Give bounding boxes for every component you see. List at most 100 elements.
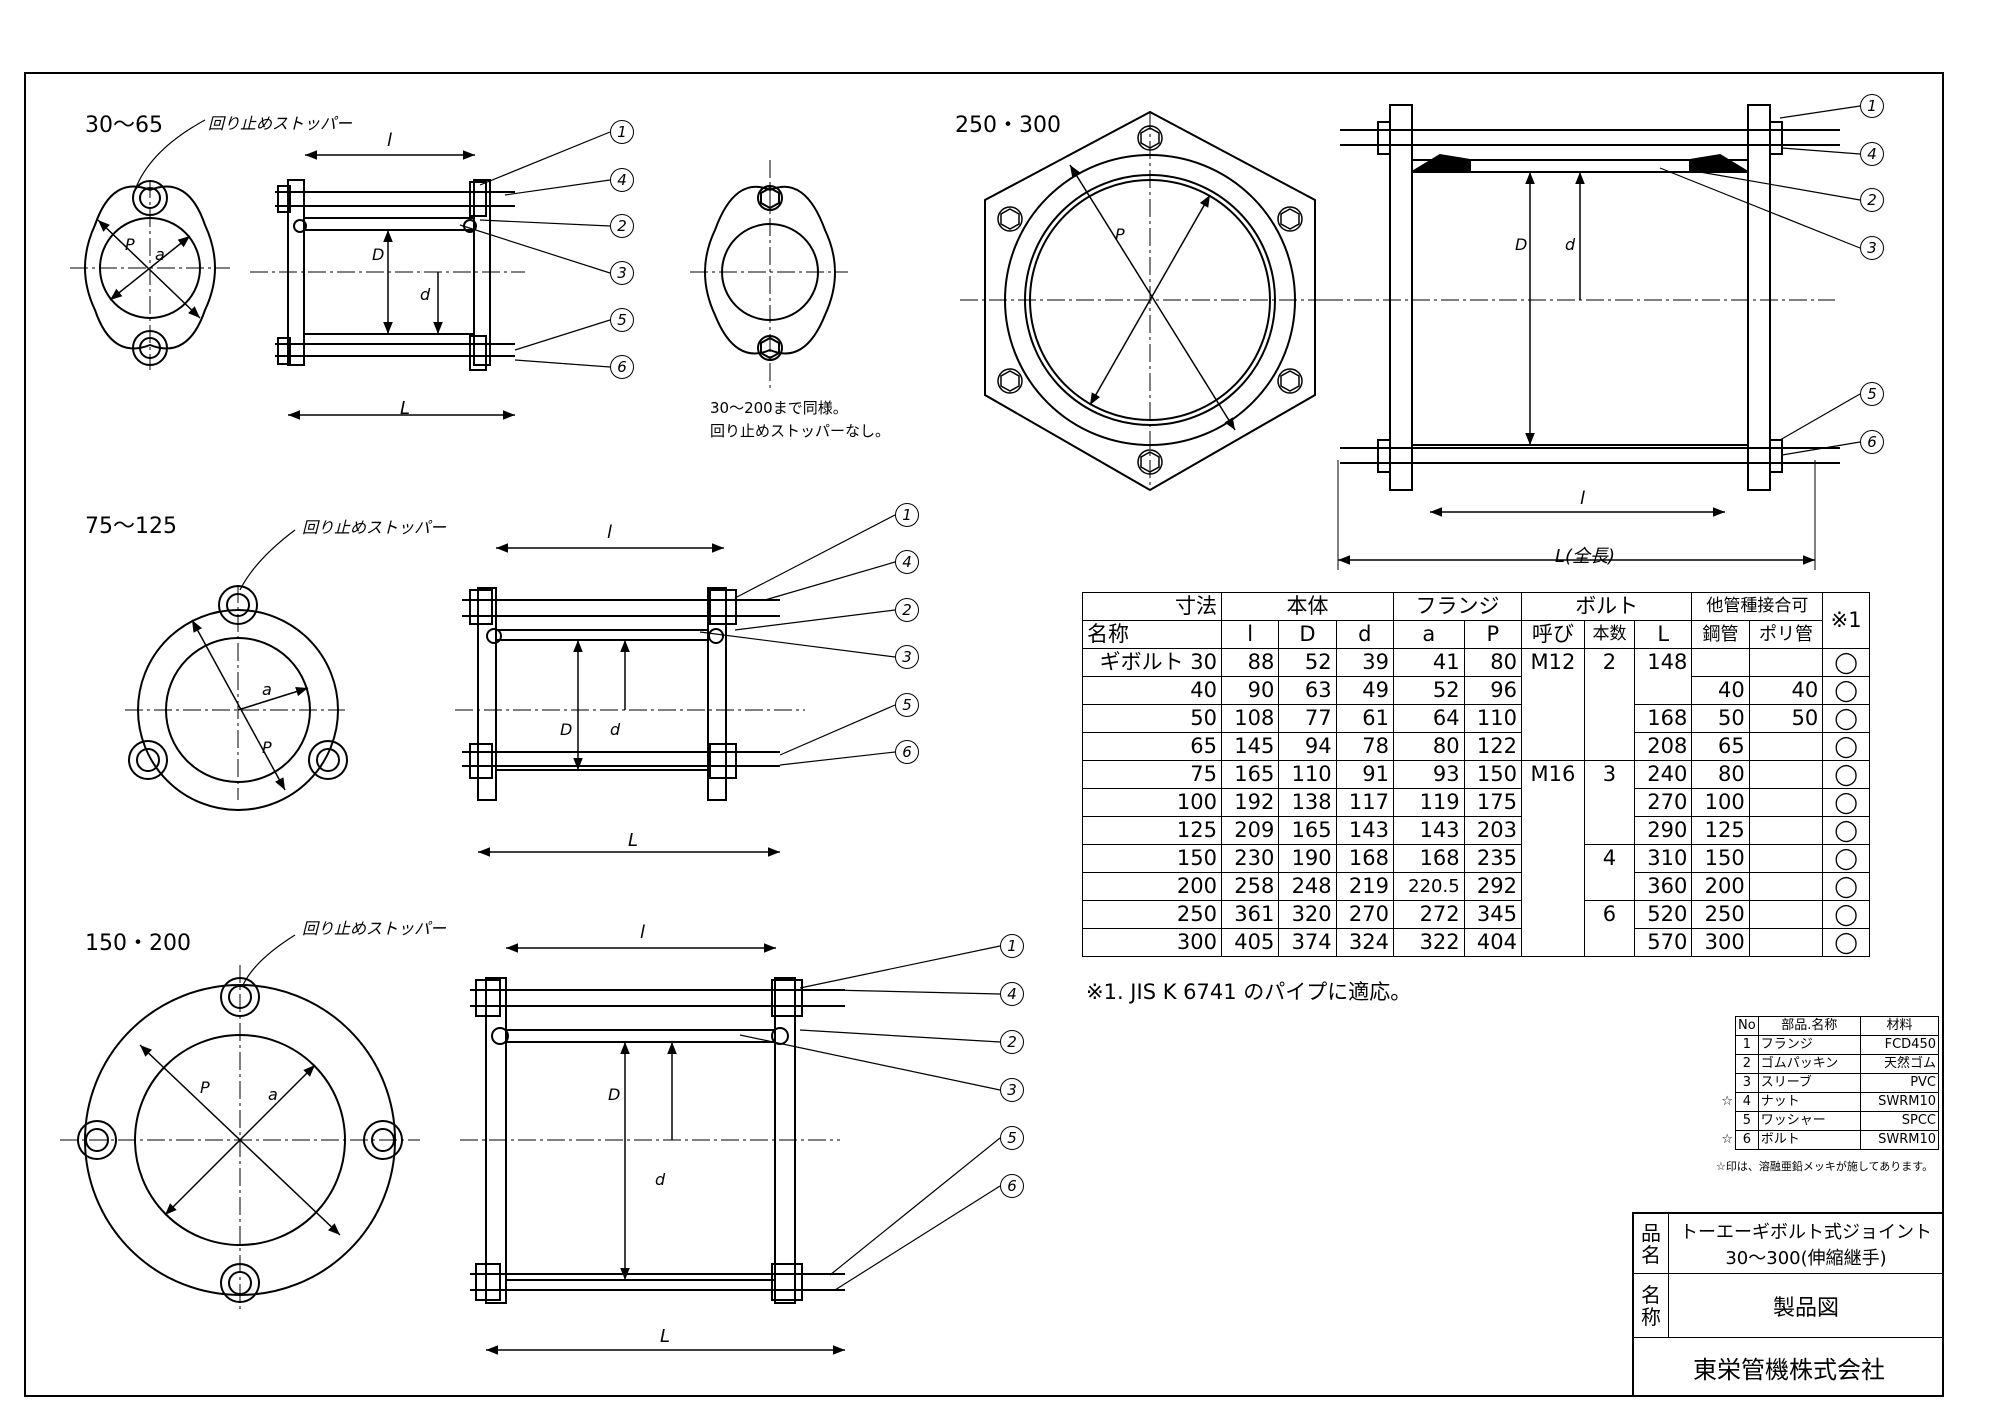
- dim-D-150: D: [608, 1085, 621, 1104]
- cell-a: 52: [1392, 676, 1465, 705]
- side-view-75: [455, 543, 805, 857]
- balloon-4: 4: [1000, 982, 1024, 1006]
- cell-L: 240: [1634, 760, 1693, 789]
- leader-lines: [459, 105, 1861, 1291]
- cell-a: 119: [1392, 788, 1465, 817]
- cell-a: 143: [1392, 816, 1465, 845]
- balloon-1: 1: [895, 503, 919, 527]
- cell-P: 110: [1463, 704, 1522, 733]
- materials-note: ☆印は、溶融亜鉛メッキが施してあります。: [1716, 1160, 1934, 1173]
- header-d: d: [1335, 620, 1394, 649]
- cell-l: 361: [1220, 900, 1280, 929]
- dim-L-150: L: [660, 1326, 671, 1347]
- cell-D: 52: [1278, 648, 1337, 677]
- flange-view-150: [60, 934, 420, 1310]
- product-name-line1: トーエーギボルト式ジョイント: [1680, 1221, 1932, 1243]
- cell-steel: [1691, 648, 1750, 677]
- view-title-75-125: 75～125: [85, 514, 177, 539]
- cell-steel: 300: [1691, 928, 1750, 957]
- dim-P-250: P: [1115, 225, 1125, 244]
- drawing-frame: [24, 72, 1944, 1397]
- cell-call: [1520, 816, 1585, 845]
- cell-l: 405: [1220, 928, 1280, 957]
- cell-d: 91: [1335, 760, 1394, 789]
- cell-L: 360: [1634, 872, 1693, 901]
- cell-L: 570: [1634, 928, 1693, 957]
- balloon-1: 1: [1860, 94, 1884, 118]
- cell-count: [1583, 704, 1636, 733]
- cell-call: [1520, 676, 1585, 705]
- cell-d: 117: [1335, 788, 1394, 817]
- cell-size: ギボルト 30: [1082, 648, 1222, 677]
- material-part: ボルト: [1757, 1130, 1862, 1150]
- cell-size: 150: [1082, 844, 1222, 873]
- balloon-5: 5: [1000, 1126, 1024, 1150]
- cell-l: 230: [1220, 844, 1280, 873]
- cell-d: 168: [1335, 844, 1394, 873]
- dim-l-250: l: [1580, 488, 1586, 509]
- cell-poly: [1748, 788, 1824, 817]
- cell-l: 88: [1220, 648, 1280, 677]
- cell-L: 290: [1634, 816, 1693, 845]
- cell-steel: 200: [1691, 872, 1750, 901]
- cell-steel: 100: [1691, 788, 1750, 817]
- flange-view-30: [70, 119, 230, 370]
- cell-a: 41: [1392, 648, 1465, 677]
- cell-D: 94: [1278, 732, 1337, 761]
- cell-d: 270: [1335, 900, 1394, 929]
- cell-P: 345: [1463, 900, 1522, 929]
- dim-D-250: D: [1515, 235, 1528, 254]
- cell-poly: [1748, 844, 1824, 873]
- dim-a-30: a: [155, 245, 165, 264]
- cell-P: 175: [1463, 788, 1522, 817]
- cell-D: 374: [1278, 928, 1337, 957]
- dim-P-150: P: [200, 1078, 210, 1097]
- cell-a: 322: [1392, 928, 1465, 957]
- balloon-3: 3: [1860, 236, 1884, 260]
- cell-D: 110: [1278, 760, 1337, 789]
- cell-count: 2: [1583, 648, 1636, 677]
- cell-L: 208: [1634, 732, 1693, 761]
- dim-L-75: L: [628, 830, 639, 851]
- cell-call: [1520, 872, 1585, 901]
- cell-D: 320: [1278, 900, 1337, 929]
- material-part: スリーブ: [1757, 1073, 1862, 1093]
- material-no: 2: [1735, 1054, 1759, 1074]
- cell-poly: 50: [1748, 704, 1824, 733]
- dim-L-30: L: [400, 398, 411, 419]
- dim-l-150: l: [640, 922, 646, 943]
- flange-view-plain: [690, 160, 848, 390]
- dim-a-75: a: [262, 680, 272, 699]
- cell-size: 200: [1082, 872, 1222, 901]
- flange-view-75: [125, 529, 348, 811]
- title-row-company: 東栄管機株式会社: [1634, 1338, 1944, 1396]
- cell-size: 40: [1082, 676, 1222, 705]
- cell-poly: 40: [1748, 676, 1824, 705]
- cell-L: 310: [1634, 844, 1693, 873]
- dim-P-30: P: [125, 235, 135, 254]
- overall-length-label: L(全長): [1555, 546, 1616, 567]
- material-material: SWRM10: [1860, 1092, 1939, 1112]
- mat-header-part: 部品.名称: [1757, 1016, 1862, 1036]
- material-star: [1717, 1055, 1736, 1074]
- cell-poly: [1748, 760, 1824, 789]
- cell-steel: 125: [1691, 816, 1750, 845]
- cell-count: [1583, 872, 1636, 901]
- table-footnote: ※1. JIS K 6741 のパイプに適応。: [1086, 980, 1412, 1004]
- cell-size: 125: [1082, 816, 1222, 845]
- company-name: 東栄管機株式会社: [1693, 1355, 1885, 1384]
- cell-l: 192: [1220, 788, 1280, 817]
- cell-l: 145: [1220, 732, 1280, 761]
- header-steel: 鋼管: [1691, 620, 1750, 649]
- cell-mark: ◯: [1822, 676, 1870, 705]
- cell-l: 258: [1220, 872, 1280, 901]
- cell-L: 168: [1634, 704, 1693, 733]
- dim-D-30: D: [372, 245, 385, 264]
